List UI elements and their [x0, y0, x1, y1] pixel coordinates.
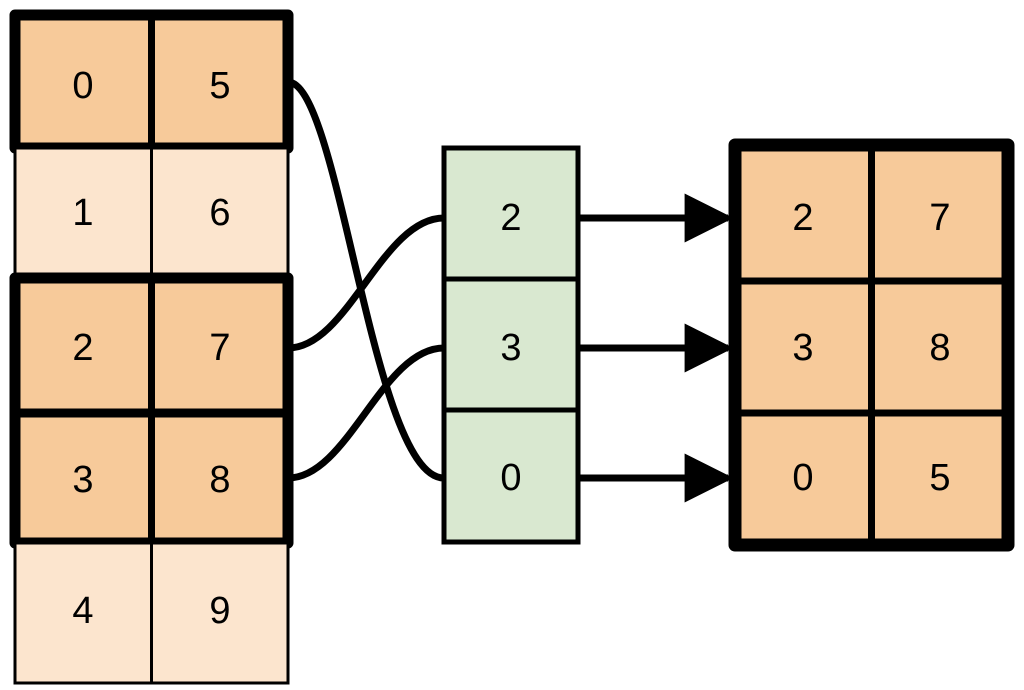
result-cell-r1c0: 3 [792, 327, 813, 369]
index-row-1[interactable]: 3 [500, 327, 521, 369]
index-column-outline [441, 145, 581, 545]
curve-source-row-2-to-index-row-0 [284, 214, 448, 352]
index-cell-2: 0 [500, 457, 521, 499]
source-cell-r4c1: 9 [209, 590, 230, 632]
result-row-0[interactable]: 2 7 [792, 197, 950, 239]
source-cell-r1c1: 6 [209, 192, 230, 234]
index-cell-0: 2 [500, 197, 521, 239]
source-row-2[interactable]: 2 7 [72, 327, 230, 369]
source-table: 0 5 1 6 2 7 3 8 [9, 9, 294, 685]
source-cell-r3c1: 8 [209, 459, 230, 501]
source-cell-r3c0: 3 [72, 459, 93, 501]
index-row-0[interactable]: 2 [500, 197, 521, 239]
result-cell-r0c0: 2 [792, 197, 813, 239]
result-row-2[interactable]: 0 5 [792, 457, 950, 499]
connector-curves [284, 78, 448, 482]
source-cell-r0c0: 0 [72, 65, 93, 107]
curve-source-row-0-to-index-row-2 [284, 78, 448, 482]
source-cell-r4c0: 4 [72, 590, 93, 632]
result-cell-r1c1: 8 [929, 327, 950, 369]
result-table: 2 7 3 8 0 5 [728, 138, 1015, 552]
source-row-4[interactable]: 4 9 [13, 541, 290, 685]
source-rows-2-3-group [9, 272, 294, 549]
index-cell-1: 3 [500, 327, 521, 369]
source-cell-r2c1: 7 [209, 327, 230, 369]
source-row-1[interactable]: 1 6 [13, 146, 290, 280]
source-cell-r1c0: 1 [72, 192, 93, 234]
source-cell-r0c1: 5 [209, 65, 230, 107]
index-row-2[interactable]: 0 [500, 457, 521, 499]
result-cell-r0c1: 7 [929, 197, 950, 239]
result-cell-r2c1: 5 [929, 457, 950, 499]
source-row-0[interactable]: 0 5 [9, 9, 294, 154]
connector-arrows [578, 193, 734, 503]
result-row-1[interactable]: 3 8 [792, 327, 950, 369]
result-cell-r2c0: 0 [792, 457, 813, 499]
curve-source-row-3-to-index-row-1 [284, 344, 448, 482]
source-cell-r2c0: 2 [72, 327, 93, 369]
index-column: 2 3 0 [441, 145, 581, 545]
source-row-3[interactable]: 3 8 [72, 459, 230, 501]
